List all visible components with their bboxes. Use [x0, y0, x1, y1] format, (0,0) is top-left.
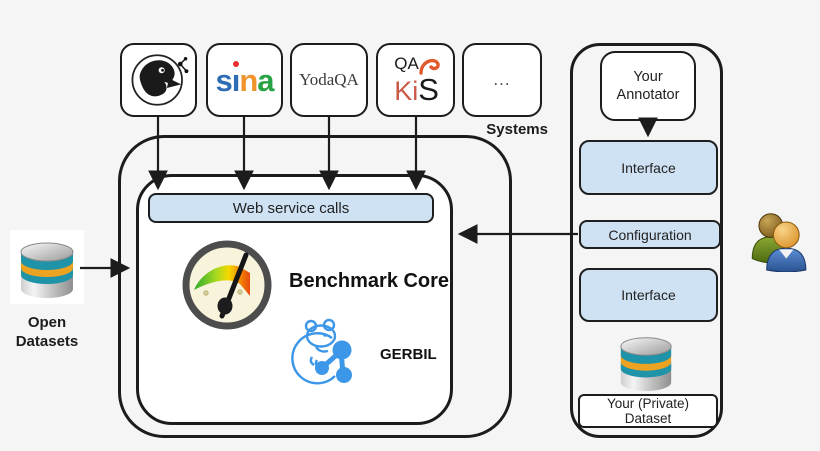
web-service-calls-bar: Web service calls	[148, 193, 434, 223]
qakis-hook-icon	[419, 58, 440, 75]
your-annotator-box: Your Annotator	[600, 51, 696, 121]
private-dataset-line1: Your (Private)	[606, 396, 690, 411]
systems-section-label: Systems	[486, 121, 548, 138]
qakis-ki-text: Ki	[394, 76, 419, 107]
open-datasets-line2: Datasets	[15, 333, 79, 350]
your-annotator-line2: Annotator	[616, 87, 680, 103]
your-annotator-line1: Your	[633, 69, 663, 85]
sina-letter-n: n	[239, 62, 258, 98]
system-box-qakis: QA KiS	[376, 43, 455, 117]
open-datasets-line1: Open	[27, 314, 67, 331]
private-dataset-line2: Dataset	[624, 411, 672, 426]
configuration-box: Configuration	[579, 220, 721, 249]
interface-bottom-box: Interface	[579, 268, 718, 322]
your-private-dataset-box: Your (Private) Dataset	[578, 394, 718, 428]
ellipsis-label: ...	[493, 70, 511, 89]
web-service-calls-label: Web service calls	[232, 199, 350, 217]
qakis-logo: QA KiS	[390, 54, 441, 108]
benchmark-core-title: Benchmark Core	[289, 270, 450, 292]
open-datasets-database-icon	[20, 242, 74, 298]
sina-letter-i: ı	[231, 60, 240, 98]
users-icon	[751, 213, 807, 272]
configuration-label: Configuration	[608, 226, 692, 243]
yodaqa-logo: YodaQA	[299, 70, 359, 89]
hawk-eagle-logo	[131, 54, 188, 106]
system-box-yodaqa: YodaQA	[290, 43, 368, 117]
open-datasets-label: Open Datasets	[0, 313, 94, 351]
interface-top-label: Interface	[621, 159, 676, 176]
system-box-ellipsis: ...	[462, 43, 542, 117]
gerbil-mascot-logo	[291, 318, 352, 385]
system-box-hawk	[120, 43, 197, 117]
benchmark-outer-container	[118, 135, 512, 438]
sina-letter-a: a	[257, 62, 274, 98]
interface-bottom-label: Interface	[621, 287, 676, 303]
private-dataset-database-icon	[620, 337, 672, 392]
interface-top-box: Interface	[579, 140, 718, 195]
speedometer-gauge-icon	[182, 240, 272, 330]
annotator-panel-container	[570, 43, 723, 438]
qakis-qa-text: QA	[394, 54, 419, 74]
gerbil-label: GERBIL	[380, 346, 437, 363]
qakis-s-text: S	[418, 72, 439, 108]
sina-letter-s: s	[215, 62, 232, 98]
